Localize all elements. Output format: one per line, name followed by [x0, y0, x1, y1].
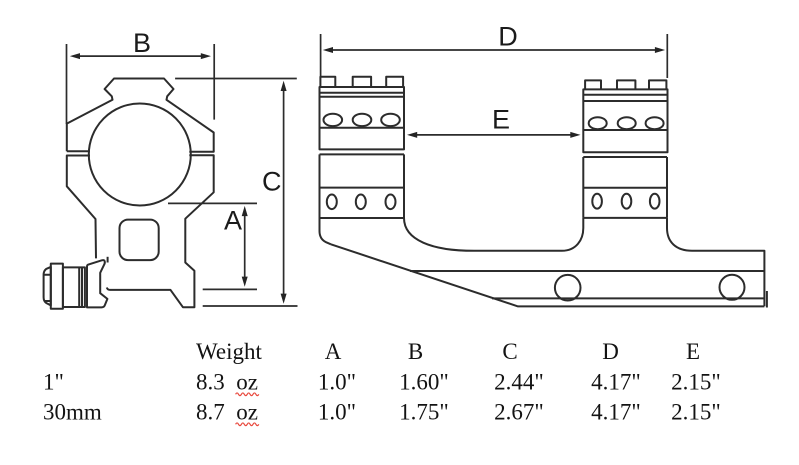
svg-text:8.3: 8.3	[196, 370, 225, 395]
svg-text:2.67": 2.67"	[494, 400, 544, 425]
svg-text:B: B	[408, 339, 423, 364]
svg-text:8.7: 8.7	[196, 400, 225, 425]
svg-text:4.17": 4.17"	[591, 370, 641, 395]
svg-text:1.60": 1.60"	[399, 370, 449, 395]
svg-text:Weight: Weight	[196, 339, 262, 364]
svg-text:oz: oz	[236, 370, 258, 395]
svg-text:oz: oz	[236, 400, 258, 425]
svg-text:A: A	[325, 339, 342, 364]
svg-text:30mm: 30mm	[43, 400, 102, 425]
svg-text:E: E	[686, 339, 700, 364]
svg-text:2.44": 2.44"	[494, 370, 544, 395]
svg-text:D: D	[498, 22, 518, 52]
svg-text:A: A	[224, 206, 242, 236]
svg-text:2.15": 2.15"	[671, 400, 721, 425]
svg-text:1.0": 1.0"	[318, 370, 356, 395]
svg-text:C: C	[262, 166, 282, 196]
svg-text:1": 1"	[43, 370, 64, 395]
svg-text:B: B	[133, 28, 151, 58]
svg-text:1.75": 1.75"	[399, 400, 449, 425]
svg-text:4.17": 4.17"	[591, 400, 641, 425]
svg-text:E: E	[492, 104, 510, 134]
svg-text:1.0": 1.0"	[318, 400, 356, 425]
svg-text:C: C	[502, 339, 517, 364]
svg-text:D: D	[602, 339, 619, 364]
svg-text:2.15": 2.15"	[671, 370, 721, 395]
